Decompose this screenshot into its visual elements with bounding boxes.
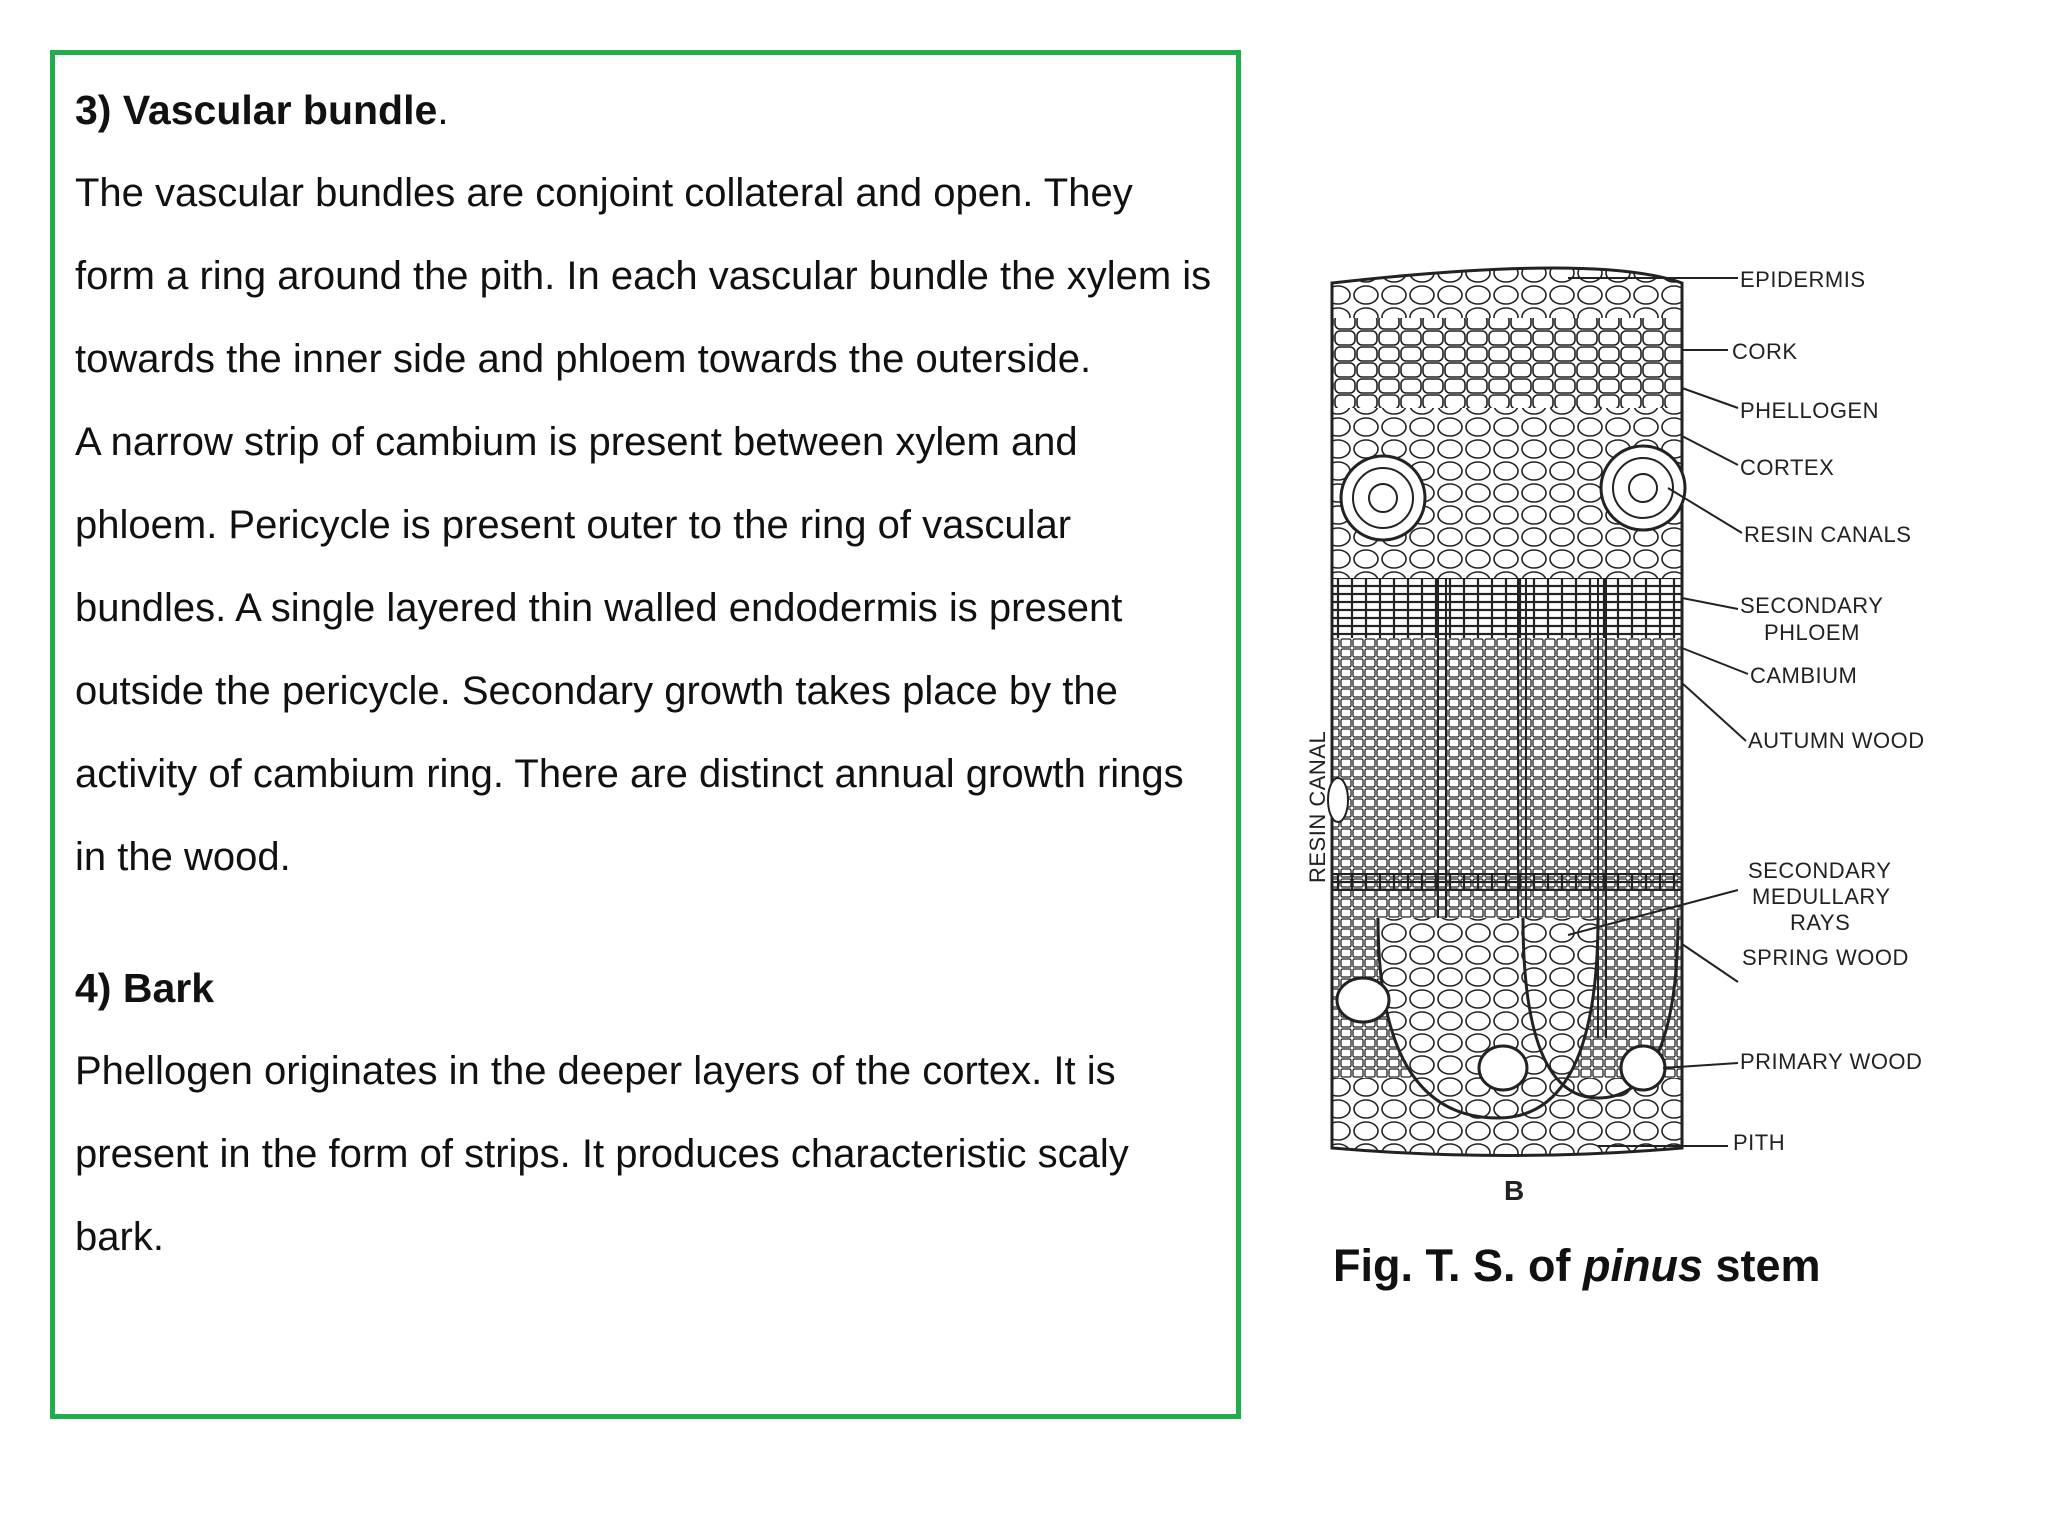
label-cork: CORK [1732, 339, 1798, 364]
section-spacer [75, 899, 1216, 967]
paragraph-bark: Phellogen originates in the deeper layer… [75, 1049, 1129, 1259]
label-pith: PITH [1733, 1130, 1785, 1155]
pinus-stem-diagram: EPIDERMIS CORK PHELLOGEN CORTEX RESIN CA… [1305, 266, 1925, 1206]
label-autumn-wood: AUTUMN WOOD [1748, 728, 1925, 753]
section-heading-vascular-bundle: 3) Vascular bundle. [75, 87, 449, 133]
label-spring-wood: SPRING WOOD [1742, 945, 1909, 970]
pinus-stem-figure: EPIDERMIS CORK PHELLOGEN CORTEX RESIN CA… [1268, 218, 1968, 1218]
paragraph-vascular-bundle-2: A narrow strip of cambium is present bet… [75, 420, 1184, 879]
figure-caption: Fig. T. S. of pinus stem [1333, 1240, 1821, 1291]
leader-lines [1567, 277, 1749, 1147]
label-resin-canal: RESIN CANAL [1305, 731, 1330, 883]
label-medullary-3: RAYS [1790, 910, 1850, 935]
label-medullary-2: MEDULLARY [1752, 884, 1891, 909]
section-heading-bark: 4) Bark [75, 965, 215, 1011]
label-primary-wood: PRIMARY WOOD [1740, 1049, 1922, 1074]
label-secondary-phloem-2: PHLOEM [1764, 620, 1860, 645]
label-cambium: CAMBIUM [1750, 663, 1857, 688]
content-box: 3) Vascular bundle. The vascular bundles… [50, 50, 1241, 1419]
label-phellogen: PHELLOGEN [1740, 398, 1879, 423]
label-cortex: CORTEX [1740, 455, 1834, 480]
paragraph-vascular-bundle-1: The vascular bundles are conjoint collat… [75, 171, 1212, 381]
label-resin-canals: RESIN CANALS [1744, 522, 1911, 547]
label-medullary-1: SECONDARY [1748, 858, 1891, 883]
label-epidermis: EPIDERMIS [1740, 267, 1866, 292]
stem-section [1332, 268, 1682, 1156]
stem-outline [1330, 266, 1684, 1157]
label-secondary-phloem-1: SECONDARY [1740, 593, 1883, 618]
panel-letter: B [1504, 1175, 1524, 1206]
